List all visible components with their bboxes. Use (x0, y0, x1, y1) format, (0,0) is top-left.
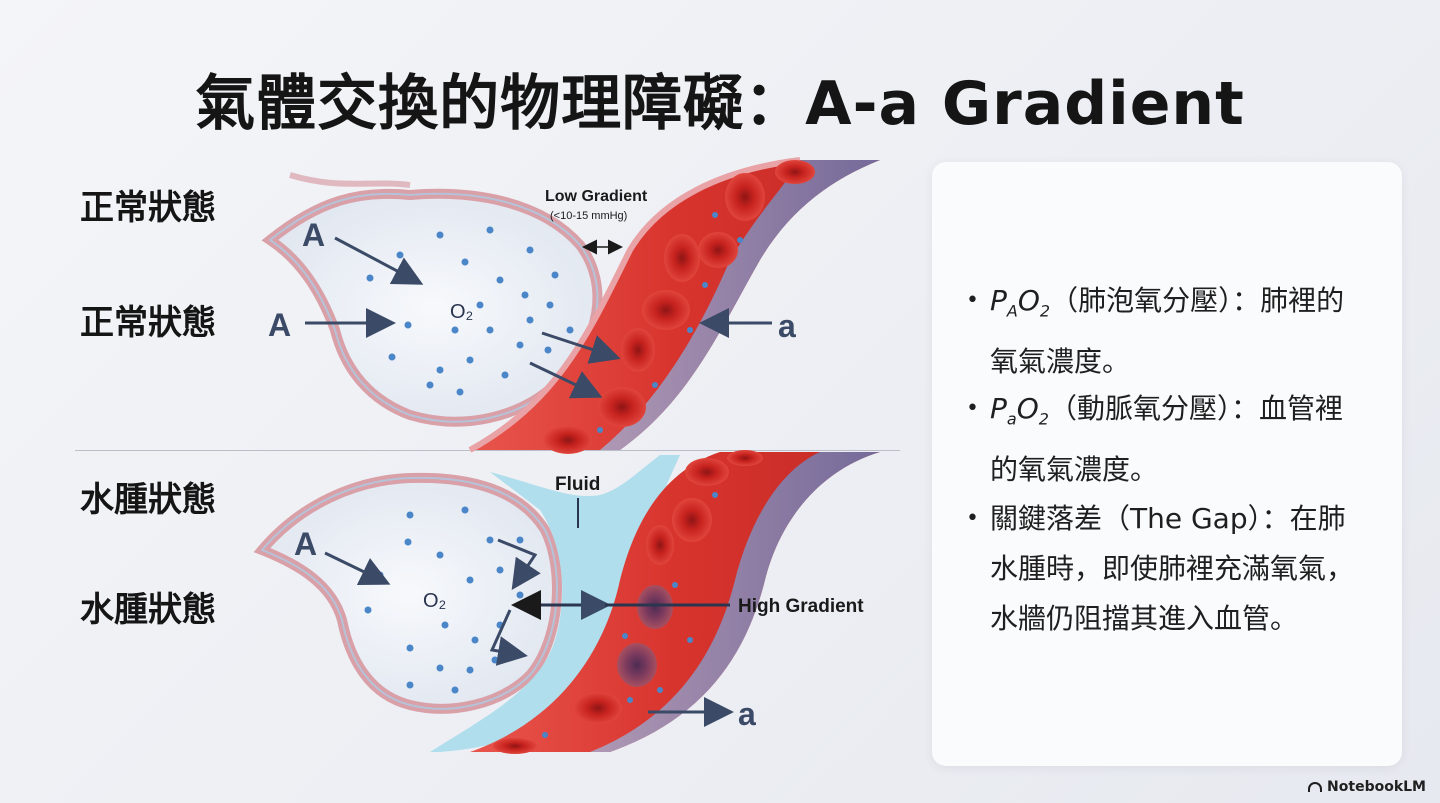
red-blood-cell (574, 692, 622, 724)
bullet-alveolar-po2: • PAO2（肺泡氧分壓）：肺裡的氧氣濃度。 (966, 276, 1366, 387)
alveolar-symbol-normal-2: A (268, 307, 291, 343)
edema-state-label-1: 水腫狀態 (80, 480, 216, 520)
bullet-dot: • (966, 288, 979, 313)
alveolar-symbol-normal-1: A (302, 217, 325, 253)
red-blood-cell (698, 232, 738, 268)
low-gradient-label: Low Gradient (545, 188, 648, 205)
brand-label: NotebookLM (1327, 779, 1426, 795)
red-blood-cell (725, 173, 765, 221)
red-blood-cell (544, 426, 592, 454)
notebooklm-logo-icon (1308, 782, 1323, 792)
red-blood-cell (664, 234, 700, 282)
oxygen-molecules-normal (366, 212, 743, 433)
edema-diagram: A a O₂ Fluid High Gradient (253, 450, 880, 754)
the-gap-text: 關鍵落差（The Gap）：在肺水腫時，即使肺裡充滿氧氣，水牆仍阻擋其進入血管。 (990, 502, 1355, 635)
red-blood-cell (493, 738, 537, 754)
explanation-panel: • PAO2（肺泡氧分壓）：肺裡的氧氣濃度。 • PaO2（動脈氧分壓）：血管裡… (932, 162, 1402, 766)
oxygen-label-edema: O₂ (423, 590, 446, 612)
red-blood-cell (685, 458, 729, 486)
bullet-the-gap: • 關鍵落差（The Gap）：在肺水腫時，即使肺裡充滿氧氣，水牆仍阻擋其進入血… (966, 494, 1366, 644)
deoxygenated-blood-cell (637, 585, 673, 629)
oxygen-label-normal: O₂ (450, 301, 473, 323)
fluid-label: Fluid (555, 474, 600, 495)
normal-state-label-2: 正常狀態 (80, 303, 216, 343)
red-blood-cell (621, 328, 655, 372)
alveolar-symbol-edema: A (294, 526, 317, 562)
edema-state-label-2: 水腫狀態 (80, 590, 216, 630)
bullet-dot: • (966, 506, 979, 531)
fluid-layer (430, 455, 680, 752)
red-blood-cell (775, 160, 815, 184)
notebooklm-brand: NotebookLM (1308, 779, 1426, 795)
red-blood-cell (642, 290, 690, 330)
high-gradient-label: High Gradient (738, 596, 864, 617)
arterial-po2-symbol: PaO2 (990, 392, 1049, 429)
normal-diagram: A A a O₂ Low Gradient (<10-15 mmHg) (261, 157, 880, 454)
alveolar-po2-text: （肺泡氧分壓）：肺裡的氧氣濃度。 (990, 284, 1345, 378)
alveolar-po2-symbol: PAO2 (990, 284, 1051, 321)
red-blood-cell (727, 450, 763, 466)
low-gradient-range: (<10-15 mmHg) (550, 210, 627, 222)
deoxygenated-blood-cell (617, 643, 657, 687)
red-blood-cell (646, 525, 674, 565)
section-divider (75, 450, 900, 451)
red-blood-cell (672, 498, 712, 542)
page-title: 氣體交換的物理障礙：A-a Gradient (195, 69, 1245, 139)
normal-state-label-1: 正常狀態 (80, 188, 216, 228)
bullet-arterial-po2: • PaO2（動脈氧分壓）：血管裡的氧氣濃度。 (966, 384, 1366, 495)
arterial-po2-text: （動脈氧分壓）：血管裡的氧氣濃度。 (990, 392, 1343, 486)
arterial-symbol-edema: a (738, 696, 756, 732)
red-blood-cell (598, 387, 646, 427)
bullet-dot: • (966, 396, 979, 421)
arterial-symbol-normal: a (778, 308, 796, 344)
